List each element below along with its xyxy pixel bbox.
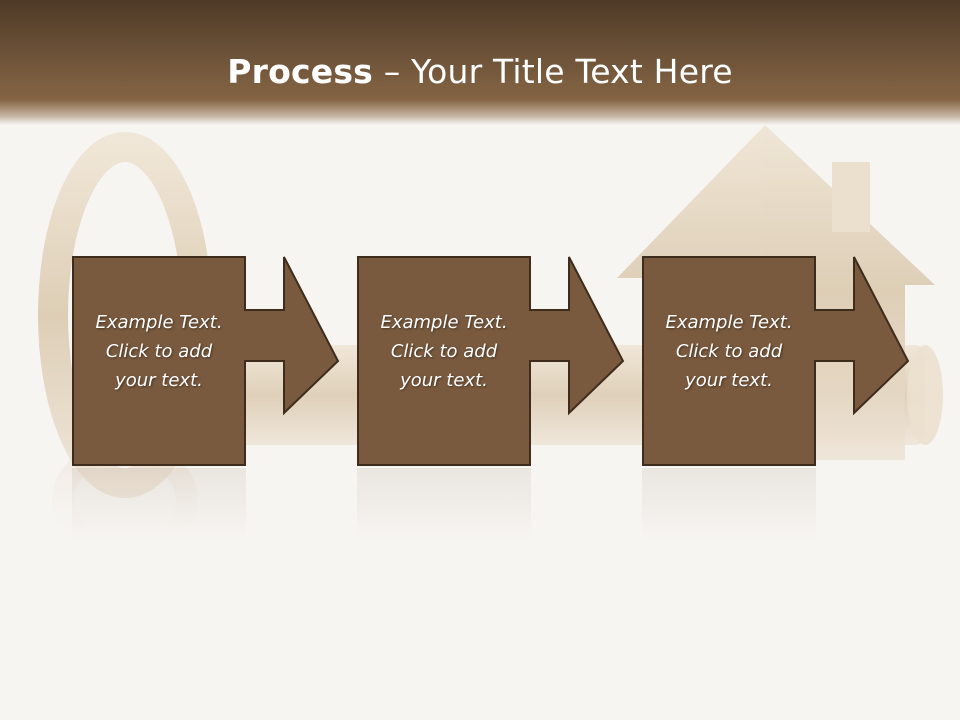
process-step-2[interactable]: Example Text. Click to add your text.	[357, 256, 625, 466]
title-rest: – Your Title Text Here	[373, 52, 733, 91]
title-bold: Process	[227, 52, 374, 91]
step-3-text: Example Text. Click to add your text.	[665, 312, 793, 391]
step-2-text: Example Text. Click to add your text.	[380, 312, 508, 391]
step-1-reflection	[72, 468, 246, 540]
arrow-right-icon	[357, 256, 625, 466]
arrow-right-icon	[72, 256, 340, 466]
arrow-right-icon	[642, 256, 910, 466]
process-step-1[interactable]: Example Text. Click to add your text.	[72, 256, 340, 466]
process-step-3[interactable]: Example Text. Click to add your text.	[642, 256, 910, 466]
step-1-text: Example Text. Click to add your text.	[95, 312, 223, 391]
slide-title[interactable]: Process – Your Title Text Here	[0, 52, 960, 91]
step-3-reflection	[642, 468, 816, 540]
title-bar	[0, 0, 960, 125]
step-2-reflection	[357, 468, 531, 540]
